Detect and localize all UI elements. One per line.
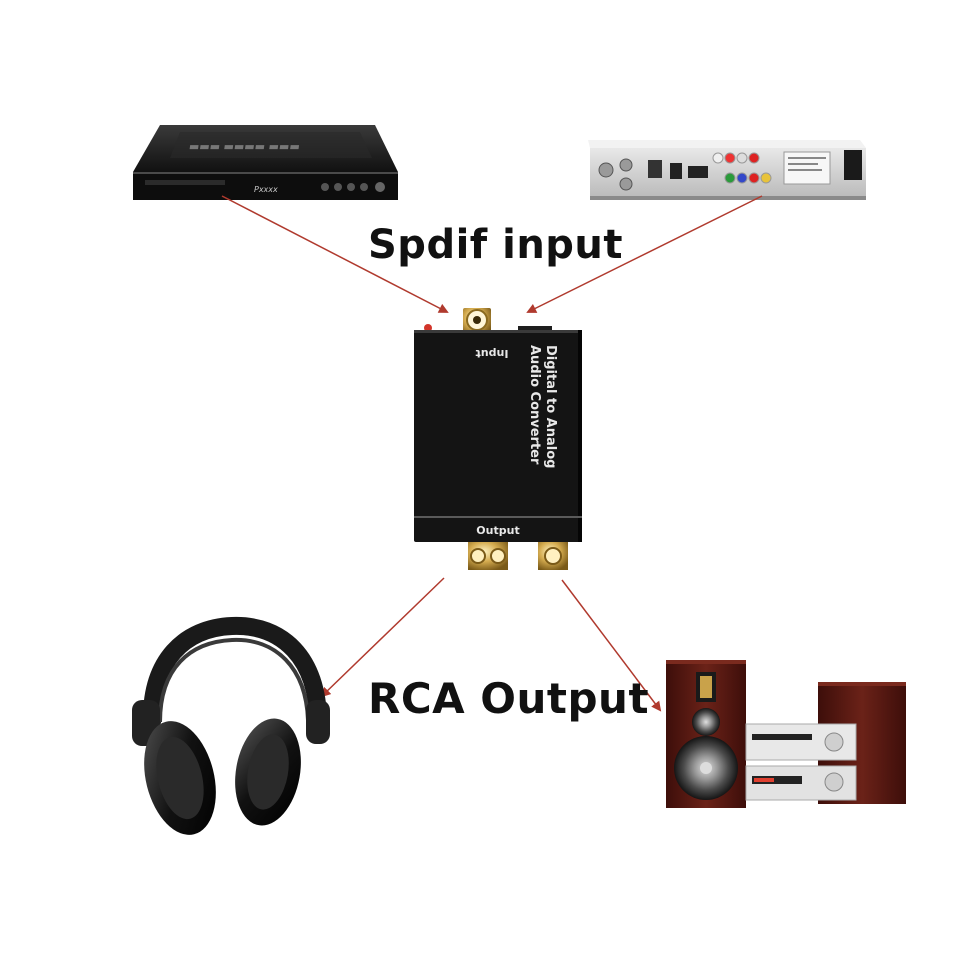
dvd-brand: Pxxxx — [254, 185, 278, 194]
arrow-dvd-to-converter — [221, 195, 449, 313]
converter-title-line2: Audio Converter — [527, 345, 542, 465]
arrow-converter-to-headphones — [320, 577, 445, 698]
converter-box-icon: Input Digital to Analog Audio Converter … — [414, 308, 582, 570]
speaker-system-icon — [666, 660, 906, 808]
converter-output-label: Output — [476, 524, 519, 537]
converter-title-line1: Digital to Analog — [543, 345, 558, 468]
svg-text:▬▬▬ ▬▬▬▬ ▬▬▬: ▬▬▬ ▬▬▬▬ ▬▬▬ — [188, 140, 301, 153]
converter-input-label: Input — [476, 347, 509, 360]
headphones-icon — [132, 616, 330, 835]
connection-arrows — [221, 195, 763, 712]
arrow-stb-to-converter — [526, 195, 763, 313]
spdif-input-label: Spdif input — [368, 222, 624, 268]
arrow-converter-to-speakers — [561, 579, 662, 712]
rca-output-label: RCA Output — [368, 674, 650, 723]
dvd-player-icon: ▬▬▬ ▬▬▬▬ ▬▬▬ Pxxxx — [133, 125, 398, 200]
set-top-box-icon — [588, 140, 866, 200]
